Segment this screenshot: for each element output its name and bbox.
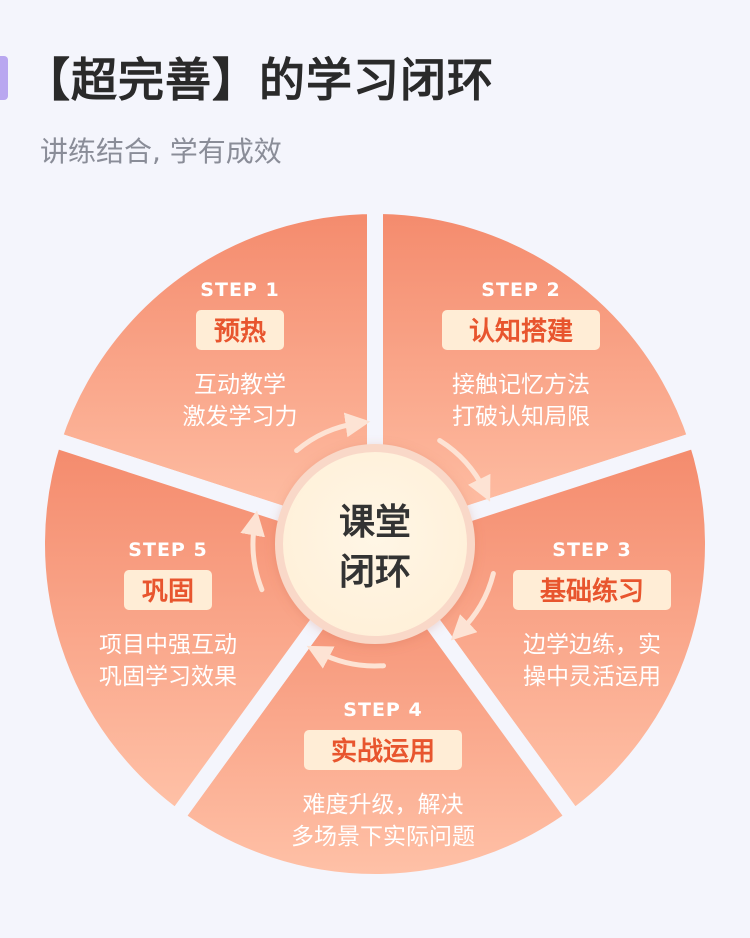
step-description-line: 互动教学: [194, 372, 286, 398]
step-title-badge: [442, 310, 600, 350]
step-description-line: 接触记忆方法: [452, 372, 590, 398]
wheel-segment-4: [165, 530, 585, 890]
center-label-line1: 课堂: [339, 502, 411, 543]
title-accent-bar: [0, 56, 8, 100]
center-label-line2: 闭环: [339, 552, 411, 593]
step-title-badge: [304, 730, 462, 770]
page-subtitle: 讲练结合, 学有成效: [40, 135, 282, 168]
step-description-line: 难度升级，解决: [303, 792, 464, 818]
step-title: 预热: [214, 317, 266, 347]
step-title: 认知搭建: [469, 317, 573, 347]
cycle-arrow-icon: [294, 412, 371, 454]
step-title-badge: [513, 570, 671, 610]
wheel-center: 课堂 闭环: [275, 444, 475, 644]
step-description-line: 激发学习力: [183, 404, 298, 430]
step-description-line: 边学边练，实: [523, 632, 661, 658]
cycle-arrow-icon: [437, 438, 491, 502]
step-title-badge: [124, 570, 212, 610]
cycle-arrows: [240, 412, 496, 669]
step-label: STEP 1: [200, 279, 279, 301]
step-description-line: 打破认知局限: [452, 404, 590, 430]
step-description-line: 项目中强互动: [99, 632, 237, 658]
step-label: STEP 5: [128, 539, 207, 561]
step-label: STEP 2: [481, 279, 560, 301]
step-title: 实战运用: [331, 736, 435, 767]
step-description-line: 多场景下实际问题: [291, 824, 475, 850]
step-description-line: 操中灵活运用: [523, 664, 661, 690]
cycle-arrow-icon: [450, 571, 496, 641]
page-title: 【超完善】的学习闭环: [24, 53, 494, 107]
step-description-line: 巩固学习效果: [99, 664, 237, 690]
center-circle: [283, 452, 467, 636]
step-title: 巩固: [142, 577, 194, 607]
step-label: STEP 4: [343, 699, 422, 721]
step-title-badge: [196, 310, 284, 350]
cycle-arrow-icon: [306, 645, 387, 669]
step-label: STEP 3: [552, 539, 631, 561]
cycle-arrow-icon: [240, 510, 265, 593]
step-title: 基础练习: [540, 576, 644, 607]
